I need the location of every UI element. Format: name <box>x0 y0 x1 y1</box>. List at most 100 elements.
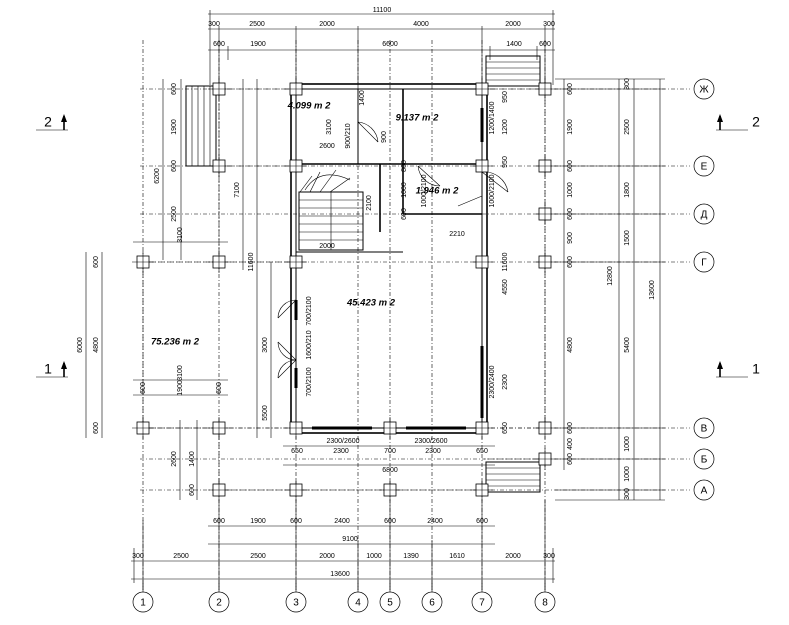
dimension-label: 2000 <box>505 21 521 28</box>
dimension-label: 600 <box>216 382 223 394</box>
axis-label: 1 <box>140 598 146 609</box>
dimension-label: 2400 <box>427 518 443 525</box>
dimension-label: 600 <box>213 518 225 525</box>
dimension-label: 2300 <box>333 448 349 455</box>
dimension-label: 1900 <box>177 380 184 396</box>
dimension-label: 2300 <box>502 374 509 390</box>
dimension-label: 600 <box>171 160 178 172</box>
axis-bubble-Д: Д <box>693 203 715 225</box>
dimension-label: 600 <box>93 256 100 268</box>
dimension-label: 600 <box>567 256 574 268</box>
section-label: 1 <box>752 361 760 377</box>
dimension-label: 5500 <box>262 405 269 421</box>
dimension-label: 1000 <box>567 182 574 198</box>
dimension-label: 300 <box>624 78 631 90</box>
room-area-label: 4.099 m 2 <box>287 101 331 112</box>
dimension-label: 1900 <box>250 41 266 48</box>
axis-label: Б <box>701 455 708 466</box>
axis-label: Г <box>701 258 707 269</box>
room-area-label: 45.423 m 2 <box>346 298 396 309</box>
dimension-label: 1600/210 <box>306 330 313 359</box>
dimension-label: 11600 <box>248 252 255 271</box>
dimension-label: 1500 <box>624 230 631 246</box>
dimension-label: 2600 <box>319 143 335 150</box>
axis-bubble-3: 3 <box>285 583 307 613</box>
dimension-label: 9100 <box>342 536 358 543</box>
dimension-label: 650 <box>476 448 488 455</box>
dimension-label: 2300/2400 <box>489 365 496 398</box>
axis-bubble-8: 8 <box>534 583 556 613</box>
dimension-label: 700 <box>384 448 396 455</box>
dimension-label: 2000 <box>319 21 335 28</box>
dimension-label: 2300/2600 <box>414 438 447 445</box>
dimension-label: 600 <box>171 83 178 95</box>
dimension-label: 2500 <box>249 21 265 28</box>
dimension-label: 2100 <box>366 195 373 211</box>
axis-label: 7 <box>479 598 485 609</box>
dimension-label: 600 <box>189 484 196 496</box>
dimension-label: 600 <box>140 382 147 394</box>
dimension-label: 950 <box>502 91 509 103</box>
dimension-label: 12800 <box>607 266 614 286</box>
axis-label: Д <box>701 210 708 221</box>
dimension-label: 1000 <box>624 466 631 482</box>
dimension-label: 600 <box>567 453 574 465</box>
axis-bubble-1: 1 <box>132 583 154 613</box>
axis-label: Ж <box>699 85 709 96</box>
dimension-label: 600 <box>567 422 574 434</box>
dimension-label: 2300/2600 <box>326 438 359 445</box>
dimension-label: 600 <box>567 160 574 172</box>
axis-bubble-В: В <box>693 417 715 439</box>
dimension-label: 300 <box>543 21 555 28</box>
dimension-label: 1000 <box>401 182 408 198</box>
axis-bubble-Г: Г <box>693 251 715 273</box>
dimension-label: 1400 <box>506 41 522 48</box>
dimension-label: 600 <box>476 518 488 525</box>
dimension-label: 1200 <box>502 119 509 135</box>
section-mark-1-right: 1 <box>716 361 760 378</box>
dimension-label: 11600 <box>502 252 509 271</box>
dimension-label: 1400 <box>189 451 196 467</box>
dimension-label: 1000/2100 <box>489 174 496 207</box>
axis-label: 5 <box>387 598 393 609</box>
dimension-label: 300 <box>624 488 631 500</box>
axis-bubble-7: 7 <box>471 583 493 613</box>
dimension-label: 700/2100 <box>306 367 313 396</box>
axis-bubble-6: 6 <box>421 583 443 613</box>
dimension-label: 4800 <box>567 337 574 353</box>
dimension-label: 2500 <box>250 553 266 560</box>
dimension-label: 600 <box>290 518 302 525</box>
dimension-label: 3100 <box>326 119 333 135</box>
dimension-label: 13600 <box>330 571 350 578</box>
section-label: 1 <box>44 361 52 377</box>
dimension-label: 2000 <box>319 243 335 250</box>
dimension-label: 1000 <box>624 436 631 452</box>
dimension-label: 1610 <box>449 553 465 560</box>
section-mark-2-right: 2 <box>716 114 760 131</box>
dimension-label: 600 <box>567 208 574 220</box>
dimension-label: 400 <box>567 438 574 450</box>
dimension-label: 700/2100 <box>306 296 313 325</box>
room-area-label: 9.137 m 2 <box>396 113 439 124</box>
dimension-label: 6000 <box>77 337 84 353</box>
dimension-label: 4000 <box>413 21 429 28</box>
dimension-label: 300 <box>208 21 220 28</box>
dimension-label: 600 <box>539 41 551 48</box>
dimension-label: 2500 <box>624 119 631 135</box>
dimension-label: 650 <box>502 422 509 434</box>
labels: 4.099 m 29.137 m 21.946 m 245.423 m 275.… <box>77 7 656 578</box>
dimension-label: 1200/1400 <box>489 101 496 134</box>
dimension-label: 1800 <box>624 182 631 198</box>
dimension-label: 300 <box>543 553 555 560</box>
columns <box>132 78 556 501</box>
dimension-label: 950 <box>502 156 509 168</box>
dimension-label: 600 <box>401 208 408 220</box>
axis-label: Е <box>701 162 708 173</box>
dimension-label: 2400 <box>334 518 350 525</box>
axis-label: В <box>701 424 708 435</box>
dimension-label: 4550 <box>502 279 509 295</box>
dimension-label: 3100 <box>177 227 184 243</box>
axis-bubble-4: 4 <box>347 583 369 613</box>
